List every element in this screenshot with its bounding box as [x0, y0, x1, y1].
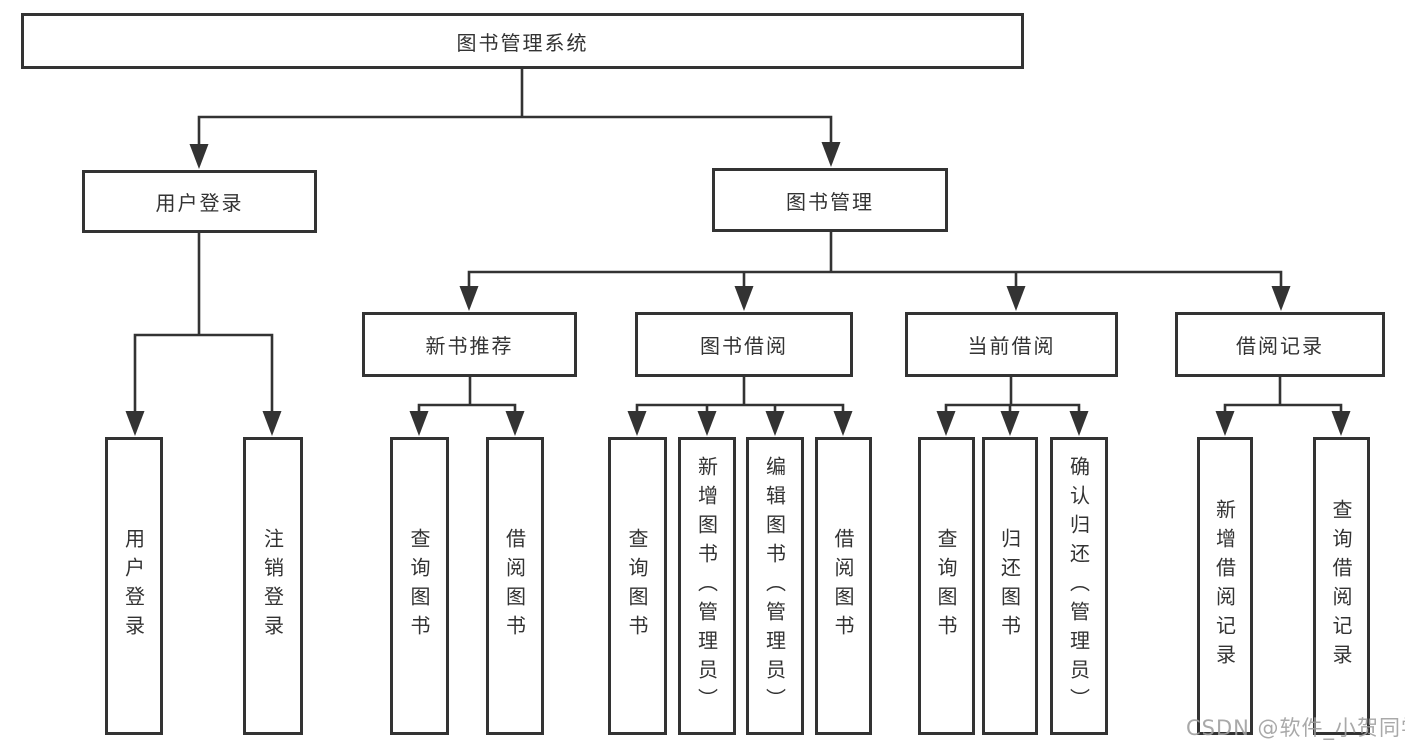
arrow-icon	[262, 411, 282, 436]
arrow-icon	[734, 286, 754, 311]
leaf-edit-book-admin-label: 编辑图书（管理员）	[762, 455, 787, 717]
leaf-query-borrow-record-label: 查询借阅记录	[1329, 499, 1353, 673]
connector-records-rail	[1223, 403, 1343, 413]
leaf-query-books-recommend: 查询图书	[390, 437, 449, 735]
arrow-icon	[1331, 411, 1351, 436]
leaf-add-book-admin: 新增图书（管理员）	[678, 437, 736, 735]
connector-level2-rail	[197, 115, 833, 146]
arrow-icon	[409, 411, 429, 436]
node-user-login-label: 用户登录	[155, 191, 244, 215]
node-user-login: 用户登录	[82, 170, 317, 233]
arrow-icon	[505, 411, 525, 436]
node-root-label: 图书管理系统	[456, 30, 589, 55]
node-book-management: 图书管理	[712, 168, 948, 232]
node-borrow-records-label: 借阅记录	[1236, 334, 1324, 358]
arrow-icon	[1006, 286, 1026, 311]
leaf-query-books-current: 查询图书	[918, 437, 975, 735]
node-current-borrow-label: 当前借阅	[967, 334, 1056, 358]
leaf-confirm-return-admin: 确认归还（管理员）	[1050, 437, 1108, 735]
leaf-borrow-books: 借阅图书	[815, 437, 872, 735]
arrow-icon	[459, 286, 479, 311]
arrow-icon	[765, 411, 785, 436]
arrow-icon	[821, 142, 841, 167]
leaf-query-books-borrow: 查询图书	[608, 437, 667, 735]
leaf-user-login-label: 用户登录	[121, 528, 146, 644]
arrow-icon	[627, 411, 647, 436]
arrow-icon	[125, 411, 145, 436]
node-current-borrow: 当前借阅	[905, 312, 1118, 377]
leaf-borrow-books-recommend-label: 借阅图书	[502, 528, 527, 644]
leaf-query-books-borrow-label: 查询图书	[625, 528, 649, 644]
leaf-confirm-return-admin-label: 确认归还（管理员）	[1066, 455, 1091, 717]
node-new-book-recommend-label: 新书推荐	[425, 334, 514, 358]
leaf-add-borrow-record-label: 新增借阅记录	[1212, 499, 1237, 673]
connector-rec-rail	[417, 403, 517, 413]
arrow-icon	[189, 144, 209, 169]
arrow-icon	[697, 411, 717, 436]
leaf-add-book-admin-label: 新增图书（管理员）	[694, 455, 719, 717]
connector-login-rail	[133, 333, 274, 413]
node-book-borrow-label: 图书借阅	[700, 334, 788, 358]
node-root: 图书管理系统	[21, 13, 1024, 69]
node-book-management-label: 图书管理	[786, 189, 874, 214]
arrow-icon	[1215, 411, 1235, 436]
connector-borrow-rail	[635, 403, 845, 413]
arrowheads	[125, 142, 1351, 436]
leaf-borrow-books-label: 借阅图书	[831, 528, 855, 644]
leaf-user-login: 用户登录	[105, 437, 163, 735]
leaf-return-books: 归还图书	[982, 437, 1038, 735]
node-borrow-records: 借阅记录	[1175, 312, 1385, 377]
leaf-query-borrow-record: 查询借阅记录	[1313, 437, 1370, 735]
watermark: CSDN @软件_小贺同学	[1186, 716, 1405, 740]
connector-level3-rail	[467, 270, 1283, 289]
leaf-logout-label: 注销登录	[260, 528, 285, 644]
arrow-icon	[1000, 411, 1020, 436]
leaf-edit-book-admin: 编辑图书（管理员）	[746, 437, 804, 735]
node-book-borrow: 图书借阅	[635, 312, 853, 377]
leaf-query-books-recommend-label: 查询图书	[407, 528, 431, 644]
arrow-icon	[936, 411, 956, 436]
leaf-logout: 注销登录	[243, 437, 303, 735]
leaf-return-books-label: 归还图书	[997, 528, 1022, 644]
leaf-query-books-current-label: 查询图书	[934, 528, 958, 644]
leaf-add-borrow-record: 新增借阅记录	[1197, 437, 1253, 735]
arrow-icon	[1069, 411, 1089, 436]
node-new-book-recommend: 新书推荐	[362, 312, 577, 377]
leaf-borrow-books-recommend: 借阅图书	[486, 437, 544, 735]
connector-current-rail	[944, 403, 1081, 413]
arrow-icon	[833, 411, 853, 436]
arrow-icon	[1271, 286, 1291, 311]
